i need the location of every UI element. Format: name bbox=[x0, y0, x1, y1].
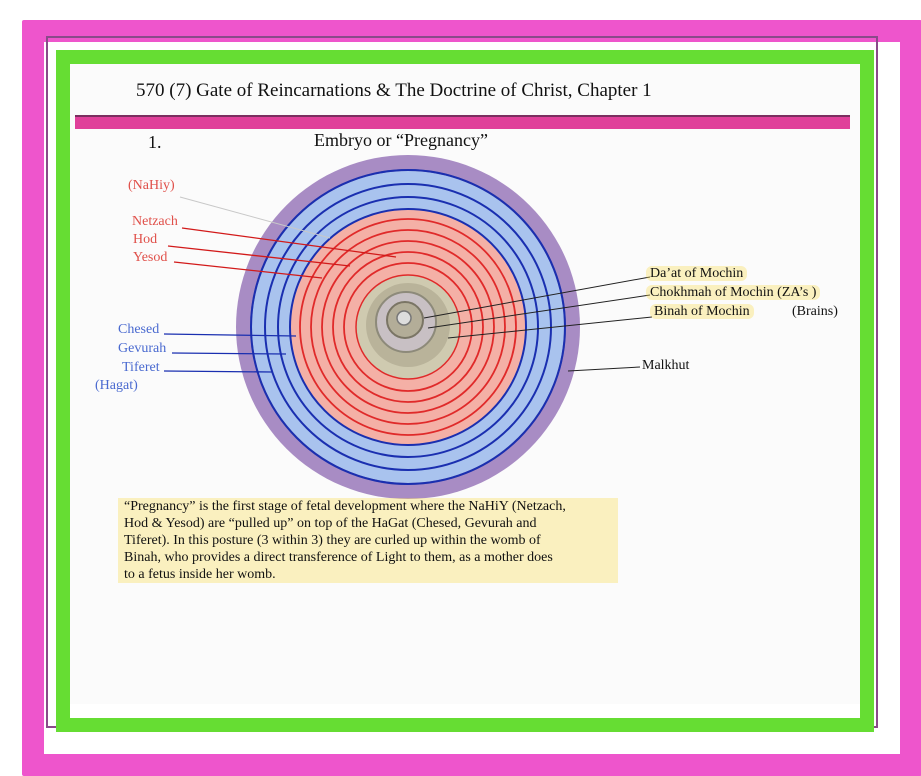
chokhmah-pointer bbox=[427, 294, 651, 329]
section-title: Embryo or “Pregnancy” bbox=[314, 130, 488, 150]
nahiy-ring-2 bbox=[310, 229, 506, 425]
daat-label: Da’at of Mochin bbox=[646, 266, 748, 281]
tiferet-pointer bbox=[163, 370, 273, 373]
hod-pointer bbox=[167, 245, 351, 267]
caption-line: Hod & Yesod) are “pulled up” on top of t… bbox=[118, 515, 618, 532]
nahiy-ring-4 bbox=[332, 251, 484, 403]
tiferet-label: Tiferet bbox=[122, 360, 160, 375]
yesod-pointer bbox=[173, 261, 323, 279]
chesed-pointer bbox=[163, 333, 297, 337]
caption-line: to a fetus inside her womb. bbox=[118, 566, 618, 583]
daat-pointer bbox=[423, 276, 651, 319]
nahiy-ring-3 bbox=[321, 240, 495, 414]
yesod-label: Yesod bbox=[133, 250, 168, 265]
section-number: 1. bbox=[148, 132, 162, 152]
caption-line: Tiferet). In this posture (3 within 3) t… bbox=[118, 532, 618, 549]
chesed-label: Chesed bbox=[118, 322, 160, 337]
binah-pointer bbox=[447, 316, 653, 339]
nahiy-label: (NaHiy) bbox=[128, 178, 175, 193]
page-title: 570 (7) Gate of Reincarnations & The Doc… bbox=[136, 80, 652, 101]
nahiy-ring-5 bbox=[343, 262, 473, 392]
gevurah-pointer bbox=[171, 352, 287, 355]
mochin-center bbox=[396, 310, 412, 326]
netzach-label: Netzach bbox=[132, 214, 178, 229]
malkhut-label: Malkhut bbox=[642, 358, 690, 373]
brains-label: (Brains) bbox=[792, 304, 838, 319]
caption-paragraph: “Pregnancy” is the first stage of fetal … bbox=[118, 498, 618, 583]
hagat-label: (Hagat) bbox=[95, 378, 138, 393]
binah-label: Binah of Mochin bbox=[650, 304, 754, 319]
malkhut-pointer bbox=[567, 366, 641, 372]
hagat-ring-3 bbox=[277, 196, 539, 458]
caption-line: “Pregnancy” is the first stage of fetal … bbox=[118, 498, 618, 515]
hagat-ring-1 bbox=[250, 169, 566, 485]
netzach-pointer bbox=[181, 227, 397, 258]
chokhmah-label: Chokhmah of Mochin (ZA’s ) bbox=[646, 285, 821, 300]
header-divider bbox=[75, 115, 850, 129]
hod-label: Hod bbox=[133, 232, 158, 247]
inner-frame bbox=[56, 50, 874, 732]
gevurah-label: Gevurah bbox=[118, 341, 167, 356]
nahiy-ring-1 bbox=[299, 218, 517, 436]
caption-line: Binah, who provides a direct transferenc… bbox=[118, 549, 618, 566]
nahiy-pointer bbox=[179, 196, 331, 239]
